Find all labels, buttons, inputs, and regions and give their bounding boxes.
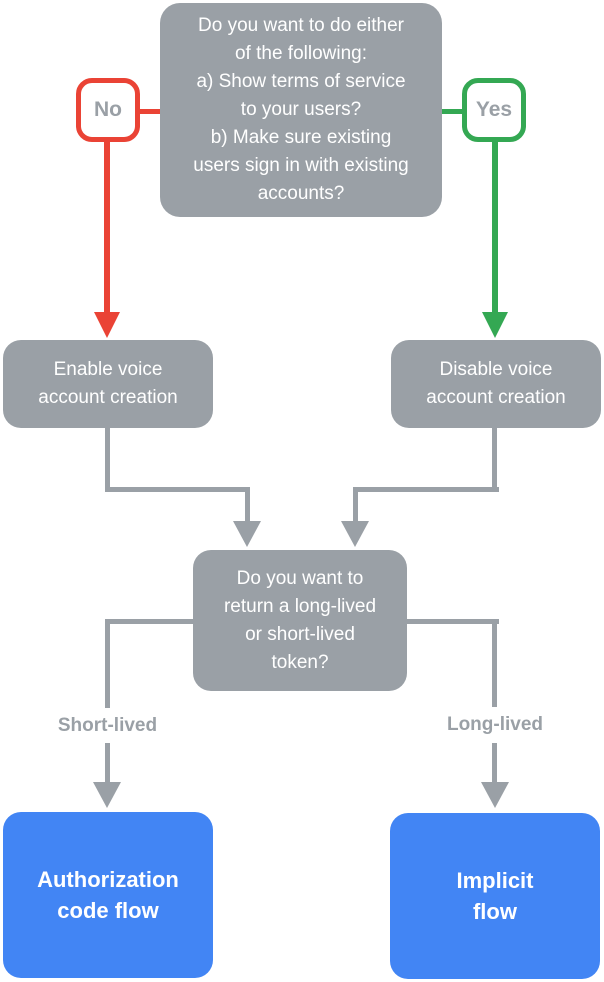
edge-long-lived-vertical — [492, 619, 497, 785]
enable-voice-node: Enable voice account creation — [3, 340, 213, 428]
arrow-down-gray-long-icon — [481, 782, 509, 808]
edge-short-lived-horizontal — [105, 619, 193, 624]
arrow-down-gray-left-icon — [233, 521, 261, 547]
disable-voice-node: Disable voice account creation — [391, 340, 601, 428]
edge-no-vertical — [104, 140, 110, 312]
yes-badge: Yes — [462, 78, 526, 142]
arrow-down-green-icon — [482, 312, 508, 338]
edge-disable-drop — [353, 487, 358, 522]
question-token-node: Do you want to return a long-lived or sh… — [193, 550, 407, 691]
arrow-down-gray-right-icon — [341, 521, 369, 547]
edge-short-lived-vertical — [105, 619, 110, 785]
question-terms-node: Do you want to do either of the followin… — [160, 3, 442, 217]
implicit-flow-node: Implicit flow — [390, 813, 600, 979]
authorization-code-flow-node: Authorization code flow — [3, 812, 213, 978]
edge-yes-horizontal — [442, 109, 463, 114]
short-lived-edge-label: Short-lived — [22, 708, 193, 743]
no-badge: No — [76, 78, 140, 142]
edge-long-lived-horizontal — [407, 619, 499, 624]
long-lived-edge-label: Long-lived — [410, 707, 580, 743]
edge-enable-horizontal — [105, 487, 250, 492]
edge-enable-drop — [245, 487, 250, 522]
arrow-down-red-icon — [94, 312, 120, 338]
edge-no-horizontal — [138, 109, 160, 114]
edge-yes-vertical — [492, 139, 498, 312]
edge-disable-vertical — [492, 428, 497, 492]
edge-disable-horizontal — [355, 487, 499, 492]
arrow-down-gray-short-icon — [93, 782, 121, 808]
edge-enable-vertical — [105, 428, 110, 492]
